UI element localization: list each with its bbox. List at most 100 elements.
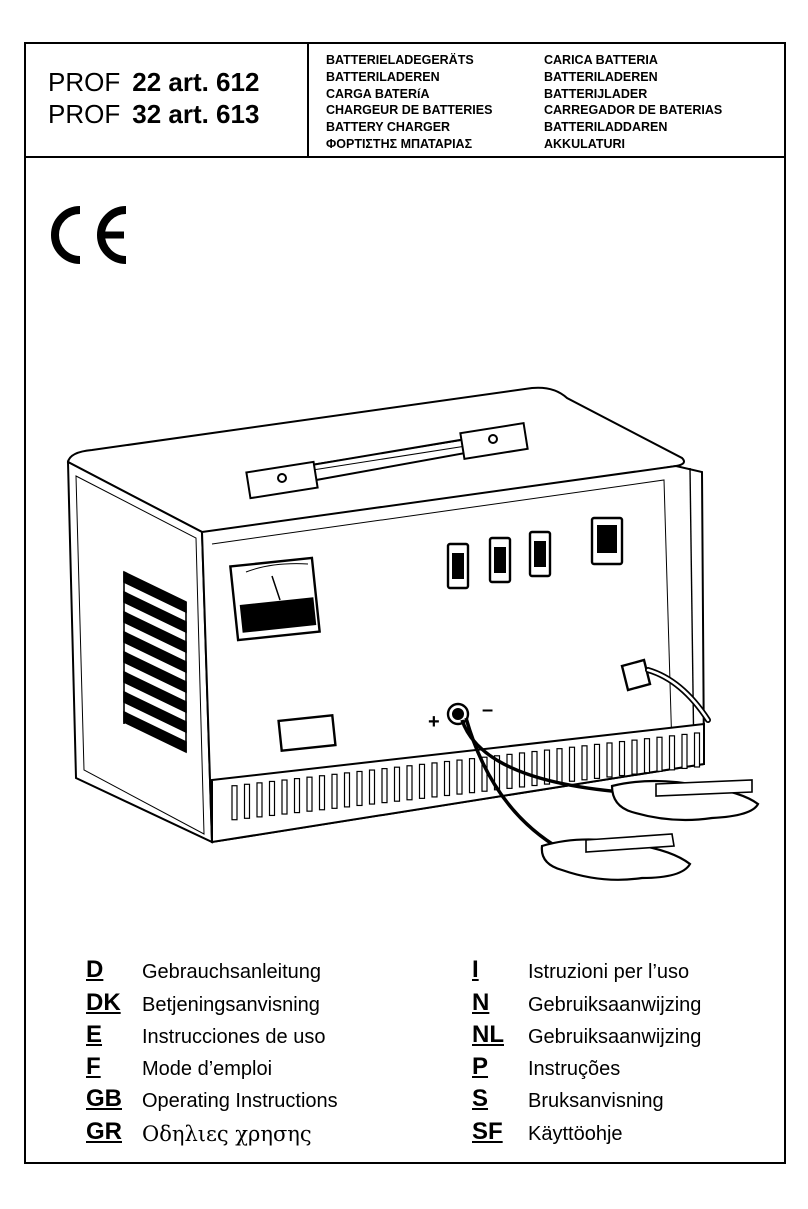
vent-slot [531,750,538,787]
language-item-p: P Instruções [472,1049,701,1081]
vent-slot [693,732,701,768]
vent-slot [656,736,663,772]
vent-slot [556,748,563,784]
language-code: D [86,956,104,984]
language-item-dk: DK Betjeningsanvisning [86,984,338,1016]
product-title: BATTERIELADEGERÄTS [326,53,474,67]
language-code: S [472,1085,489,1113]
language-label: Operating Instructions [142,1090,338,1113]
vent-slot [256,782,263,818]
vent-slot [593,743,601,779]
language-code: N [472,988,490,1016]
vent-slot [393,766,401,802]
vent-slot [418,763,426,799]
language-code: GR [86,1117,122,1145]
product-title: CARGA BATERíA [326,86,430,101]
vent-slot [231,785,238,821]
product-title: BATTERIJLADER [544,86,648,101]
language-label: Istruzioni per l’uso [528,961,690,984]
language-item-n: N Gebruiksaanwijzing [472,984,701,1016]
polarity-minus-label: – [482,699,493,721]
product-title: CHARGEUR DE BATTERIES [326,103,493,118]
vent-slot [306,776,313,812]
vent-slot [668,735,676,771]
product-title: ΦΟΡΤΙΣΤΗΣ ΜΠΑΤΑΡΙΑΣ [326,136,473,151]
model-number: 22 art. 612 [132,67,260,97]
product-title: BATTERILADEREN [326,69,440,84]
product-title: CARICA BATTERIA [544,53,658,67]
vent-slot [581,745,588,781]
vent-slot [543,749,551,785]
vent-slot [631,739,638,775]
vent-slot [443,760,451,797]
language-label: Gebrauchsanleitung [142,961,322,984]
language-item-s: S Bruksanvisning [472,1081,701,1113]
language-list-right: I Istruzioni per l’uso N Gebruiksaanwijzin… [472,952,701,1146]
language-label: Gebruiksaanwijzing [528,1025,702,1048]
model-line-2: PROF 32 art. 613 [48,98,259,130]
language-code: P [472,1053,489,1081]
product-title: BATTERY CHARGER [326,120,451,135]
language-code: E [86,1020,103,1048]
language-item-gr: GR Οδηλιες χρησης [86,1113,338,1146]
language-label: Instrucciones de uso [142,1025,326,1048]
header-band: PROF 22 art. 612 PROF 32 art. 613 BATTERIE… [26,44,784,158]
product-title: BATTERILADDAREN [544,120,668,135]
battery-charger-illustration: + – [66,386,760,881]
product-title: AKKULATURI [544,136,626,151]
vent-slot [406,765,413,801]
manual-cover-frame: PROF 22 art. 612 PROF 32 art. 613 BATTERIE… [24,42,786,1164]
language-code: SF [472,1117,503,1145]
model-number: 32 art. 613 [132,99,260,129]
language-code: DK [86,988,121,1016]
language-item-e: E Instrucciones de uso [86,1017,338,1049]
language-label: Gebruiksaanwijzing [528,993,702,1016]
vent-slot [643,738,651,774]
language-list-left: D Gebrauchsanleitung DK Betjeningsanvisnin… [86,952,338,1146]
language-code: GB [86,1085,122,1113]
product-title: CARREGADOR DE BATERIAS [544,103,723,118]
model-name: PROF [48,67,121,97]
model-line-1: PROF 22 art. 612 [48,66,259,98]
language-item-f: F Mode d’emploi [86,1049,338,1081]
language-label: Betjeningsanvisning [142,993,320,1016]
language-item-nl: NL Gebruiksaanwijzing [472,1017,701,1049]
product-title: BATTERILADEREN [544,69,658,84]
vent-slot [343,772,351,808]
language-label: Οδηλιες χρησης [142,1121,312,1146]
vent-slot [243,783,251,819]
header-divider [307,44,309,156]
language-item-sf: SF Käyttöohje [472,1113,701,1145]
vent-slots [231,732,701,821]
model-name: PROF [48,99,121,129]
vent-slot [618,740,626,777]
language-code: F [86,1053,101,1081]
language-label: Käyttöohje [528,1122,623,1145]
language-code: I [472,956,479,984]
ce-mark-icon [51,206,127,264]
product-titles-col-2: CARICA BATTERIA BATTERILADEREN BATTERIJL… [544,52,722,153]
vent-slot [293,777,301,814]
vent-slot [506,753,513,789]
language-code: NL [472,1020,504,1048]
language-label: Mode d’emploi [142,1058,273,1081]
vent-slot [318,775,326,811]
vent-slot [368,769,376,805]
language-label: Instruções [528,1058,621,1081]
language-label: Bruksanvisning [528,1090,664,1113]
vent-slot [606,742,613,778]
vent-slot [681,733,688,770]
language-item-d: D Gebrauchsanleitung [86,952,338,984]
vent-slot [568,746,576,782]
vent-slot [456,759,463,795]
polarity-plus-label: + [428,711,440,733]
model-list: PROF 22 art. 612 PROF 32 art. 613 [48,66,259,130]
vent-slot [268,780,276,817]
vent-slot [381,768,388,804]
vent-slot [331,773,338,809]
vent-slot [356,770,363,807]
language-item-gb: GB Operating Instructions [86,1081,338,1113]
language-item-i: I Istruzioni per l’uso [472,952,701,984]
vent-slot [281,779,288,815]
vent-slot [468,758,476,794]
